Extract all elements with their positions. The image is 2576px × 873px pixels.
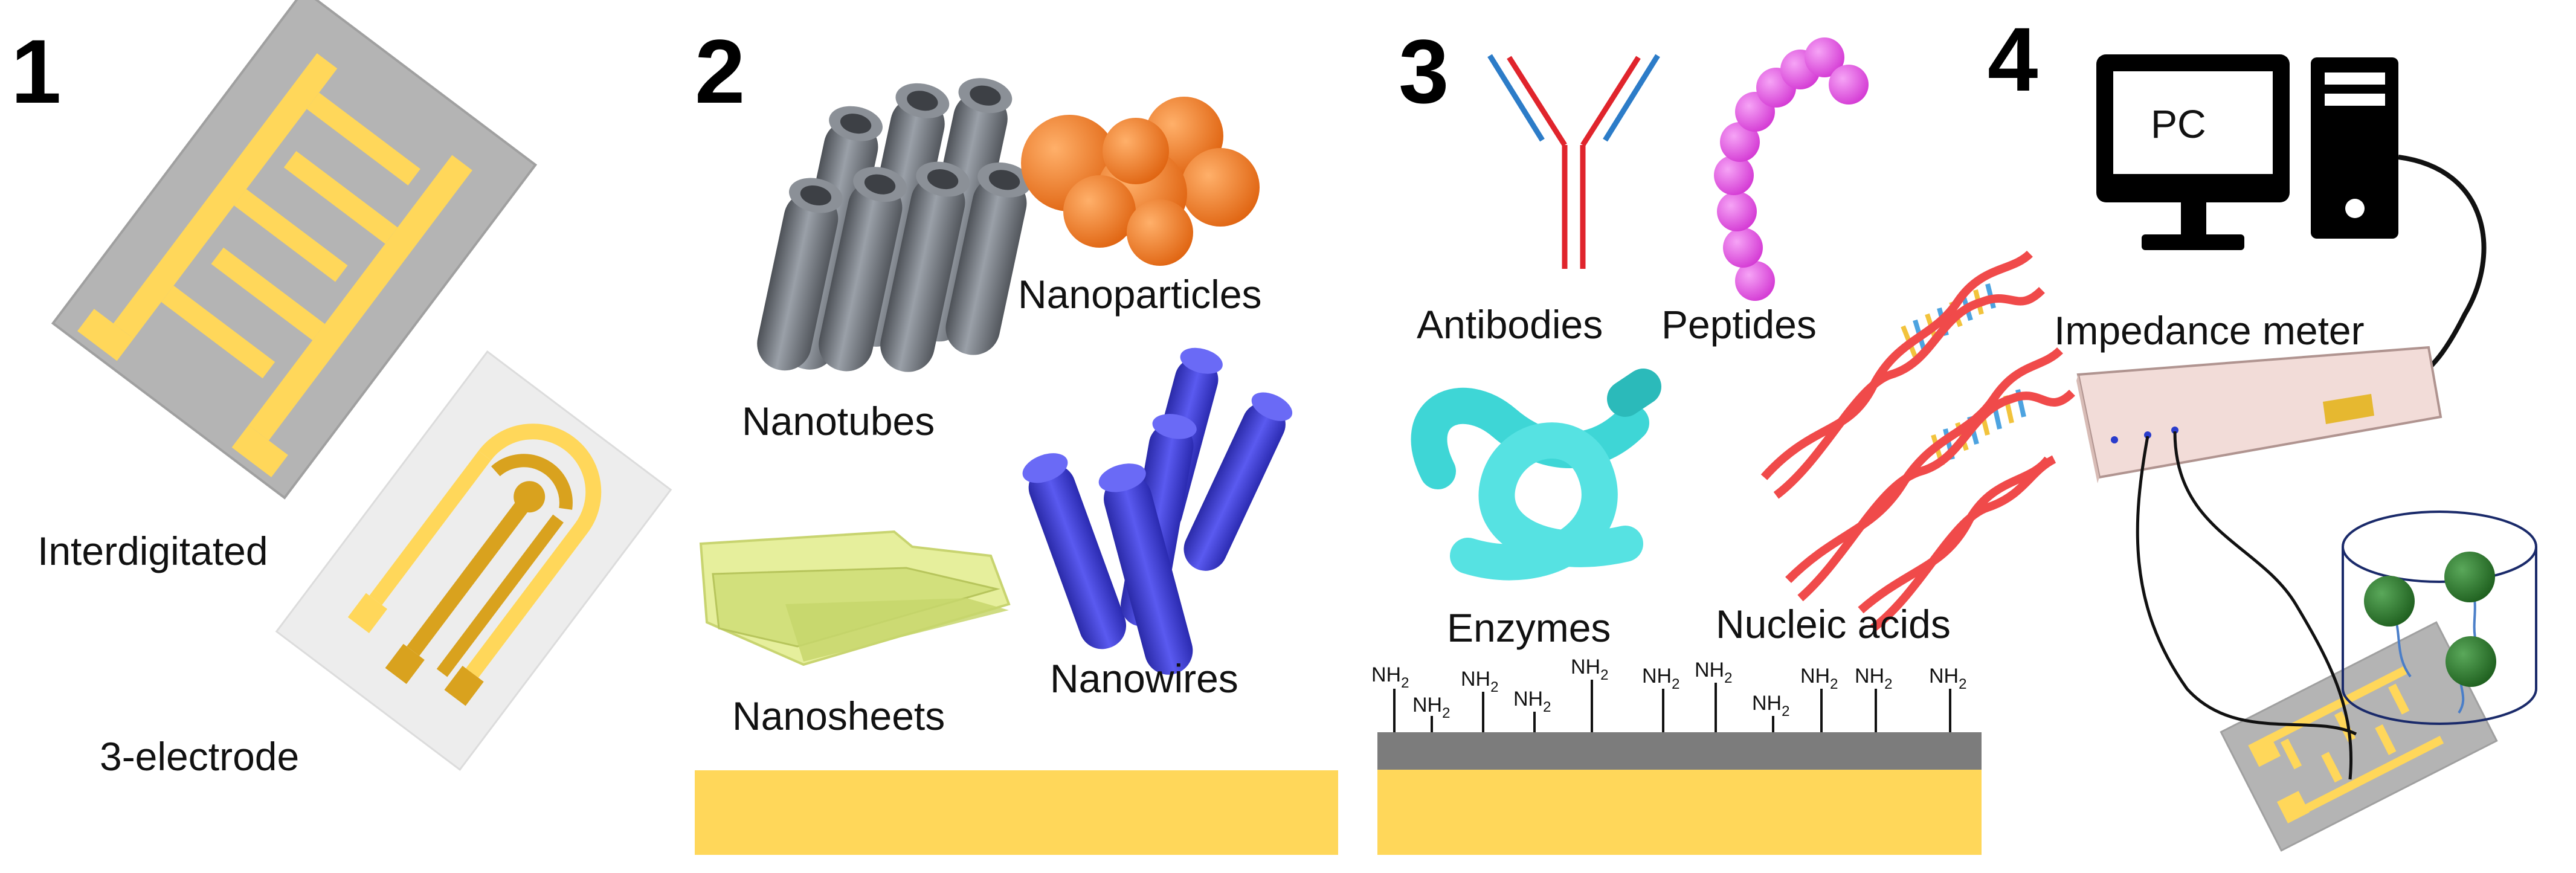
label-impedance-meter: Impedance meter — [2054, 308, 2365, 353]
impedance-meter-device — [2076, 346, 2442, 483]
nh2-label: NH2 — [1752, 692, 1789, 720]
label-pc: PC — [2151, 101, 2206, 146]
antibody-illustration — [1487, 54, 1660, 269]
interdigitated-electrode — [51, 0, 538, 500]
nh2-label: NH2 — [1371, 663, 1409, 691]
lead-wire — [2136, 436, 2357, 736]
panel-1-number: 1 — [11, 21, 61, 122]
nucleic-acid-illustration — [1760, 250, 2075, 632]
label-enzymes: Enzymes — [1447, 605, 1611, 650]
nh2-label: NH2 — [1855, 665, 1892, 692]
nh2-label: NH2 — [1412, 694, 1450, 721]
nanosheets-illustration — [699, 530, 1011, 666]
gold-electrode-base — [1377, 770, 1982, 855]
label-peptides: Peptides — [1661, 302, 1817, 347]
nh2-label: NH2 — [1571, 656, 1608, 683]
panel-4: 4 PC Impedance meter — [1988, 8, 2537, 852]
bound-analyte-beads — [2364, 552, 2496, 714]
panel-3: 3 Antibodies Peptides — [1371, 21, 2075, 855]
label-nanotubes: Nanotubes — [742, 399, 935, 443]
nh2-label: NH2 — [1695, 659, 1732, 686]
panel-1: 1 — [11, 0, 672, 779]
label-nanowires: Nanowires — [1050, 656, 1238, 701]
nanotubes-illustration — [757, 78, 1031, 372]
nh2-label: NH2 — [1929, 665, 1966, 692]
pc-monitor-icon — [2096, 54, 2290, 250]
panel-2-number: 2 — [695, 21, 745, 122]
label-nucleic-acids: Nucleic acids — [1716, 602, 1951, 646]
nh2-label: NH2 — [1800, 665, 1838, 692]
panel-3-number: 3 — [1399, 21, 1449, 122]
amine-labels: NH2 NH2 NH2 NH2 NH2 NH2 NH2 NH2 NH2 NH2 … — [1371, 656, 1966, 721]
nh2-label: NH2 — [1461, 668, 1498, 695]
nanowires-illustration — [1022, 347, 1293, 675]
three-electrode — [275, 350, 672, 772]
panel-2: 2 Nanotubes — [695, 21, 1338, 855]
nh2-label: NH2 — [1513, 688, 1551, 715]
label-interdigitated: Interdigitated — [37, 529, 268, 573]
pc-tower-icon — [2311, 57, 2398, 239]
label-3-electrode: 3-electrode — [100, 734, 299, 779]
nh2-label: NH2 — [1642, 665, 1679, 692]
peptide-illustration — [1714, 37, 1869, 301]
enzyme-illustration — [1411, 369, 1661, 581]
electrochemical-cell — [2342, 511, 2537, 725]
usb-cable — [2398, 155, 2487, 370]
amine-surface-groups — [1393, 680, 1951, 732]
gold-electrode-base — [695, 770, 1338, 855]
label-nanoparticles: Nanoparticles — [1018, 272, 1262, 317]
lead-wire — [2173, 431, 2353, 780]
panel-4-number: 4 — [1988, 8, 2038, 110]
label-antibodies: Antibodies — [1417, 302, 1603, 347]
label-nanosheets: Nanosheets — [732, 694, 945, 738]
functional-layer — [1377, 732, 1982, 770]
nanoparticles-illustration — [1021, 97, 1260, 266]
